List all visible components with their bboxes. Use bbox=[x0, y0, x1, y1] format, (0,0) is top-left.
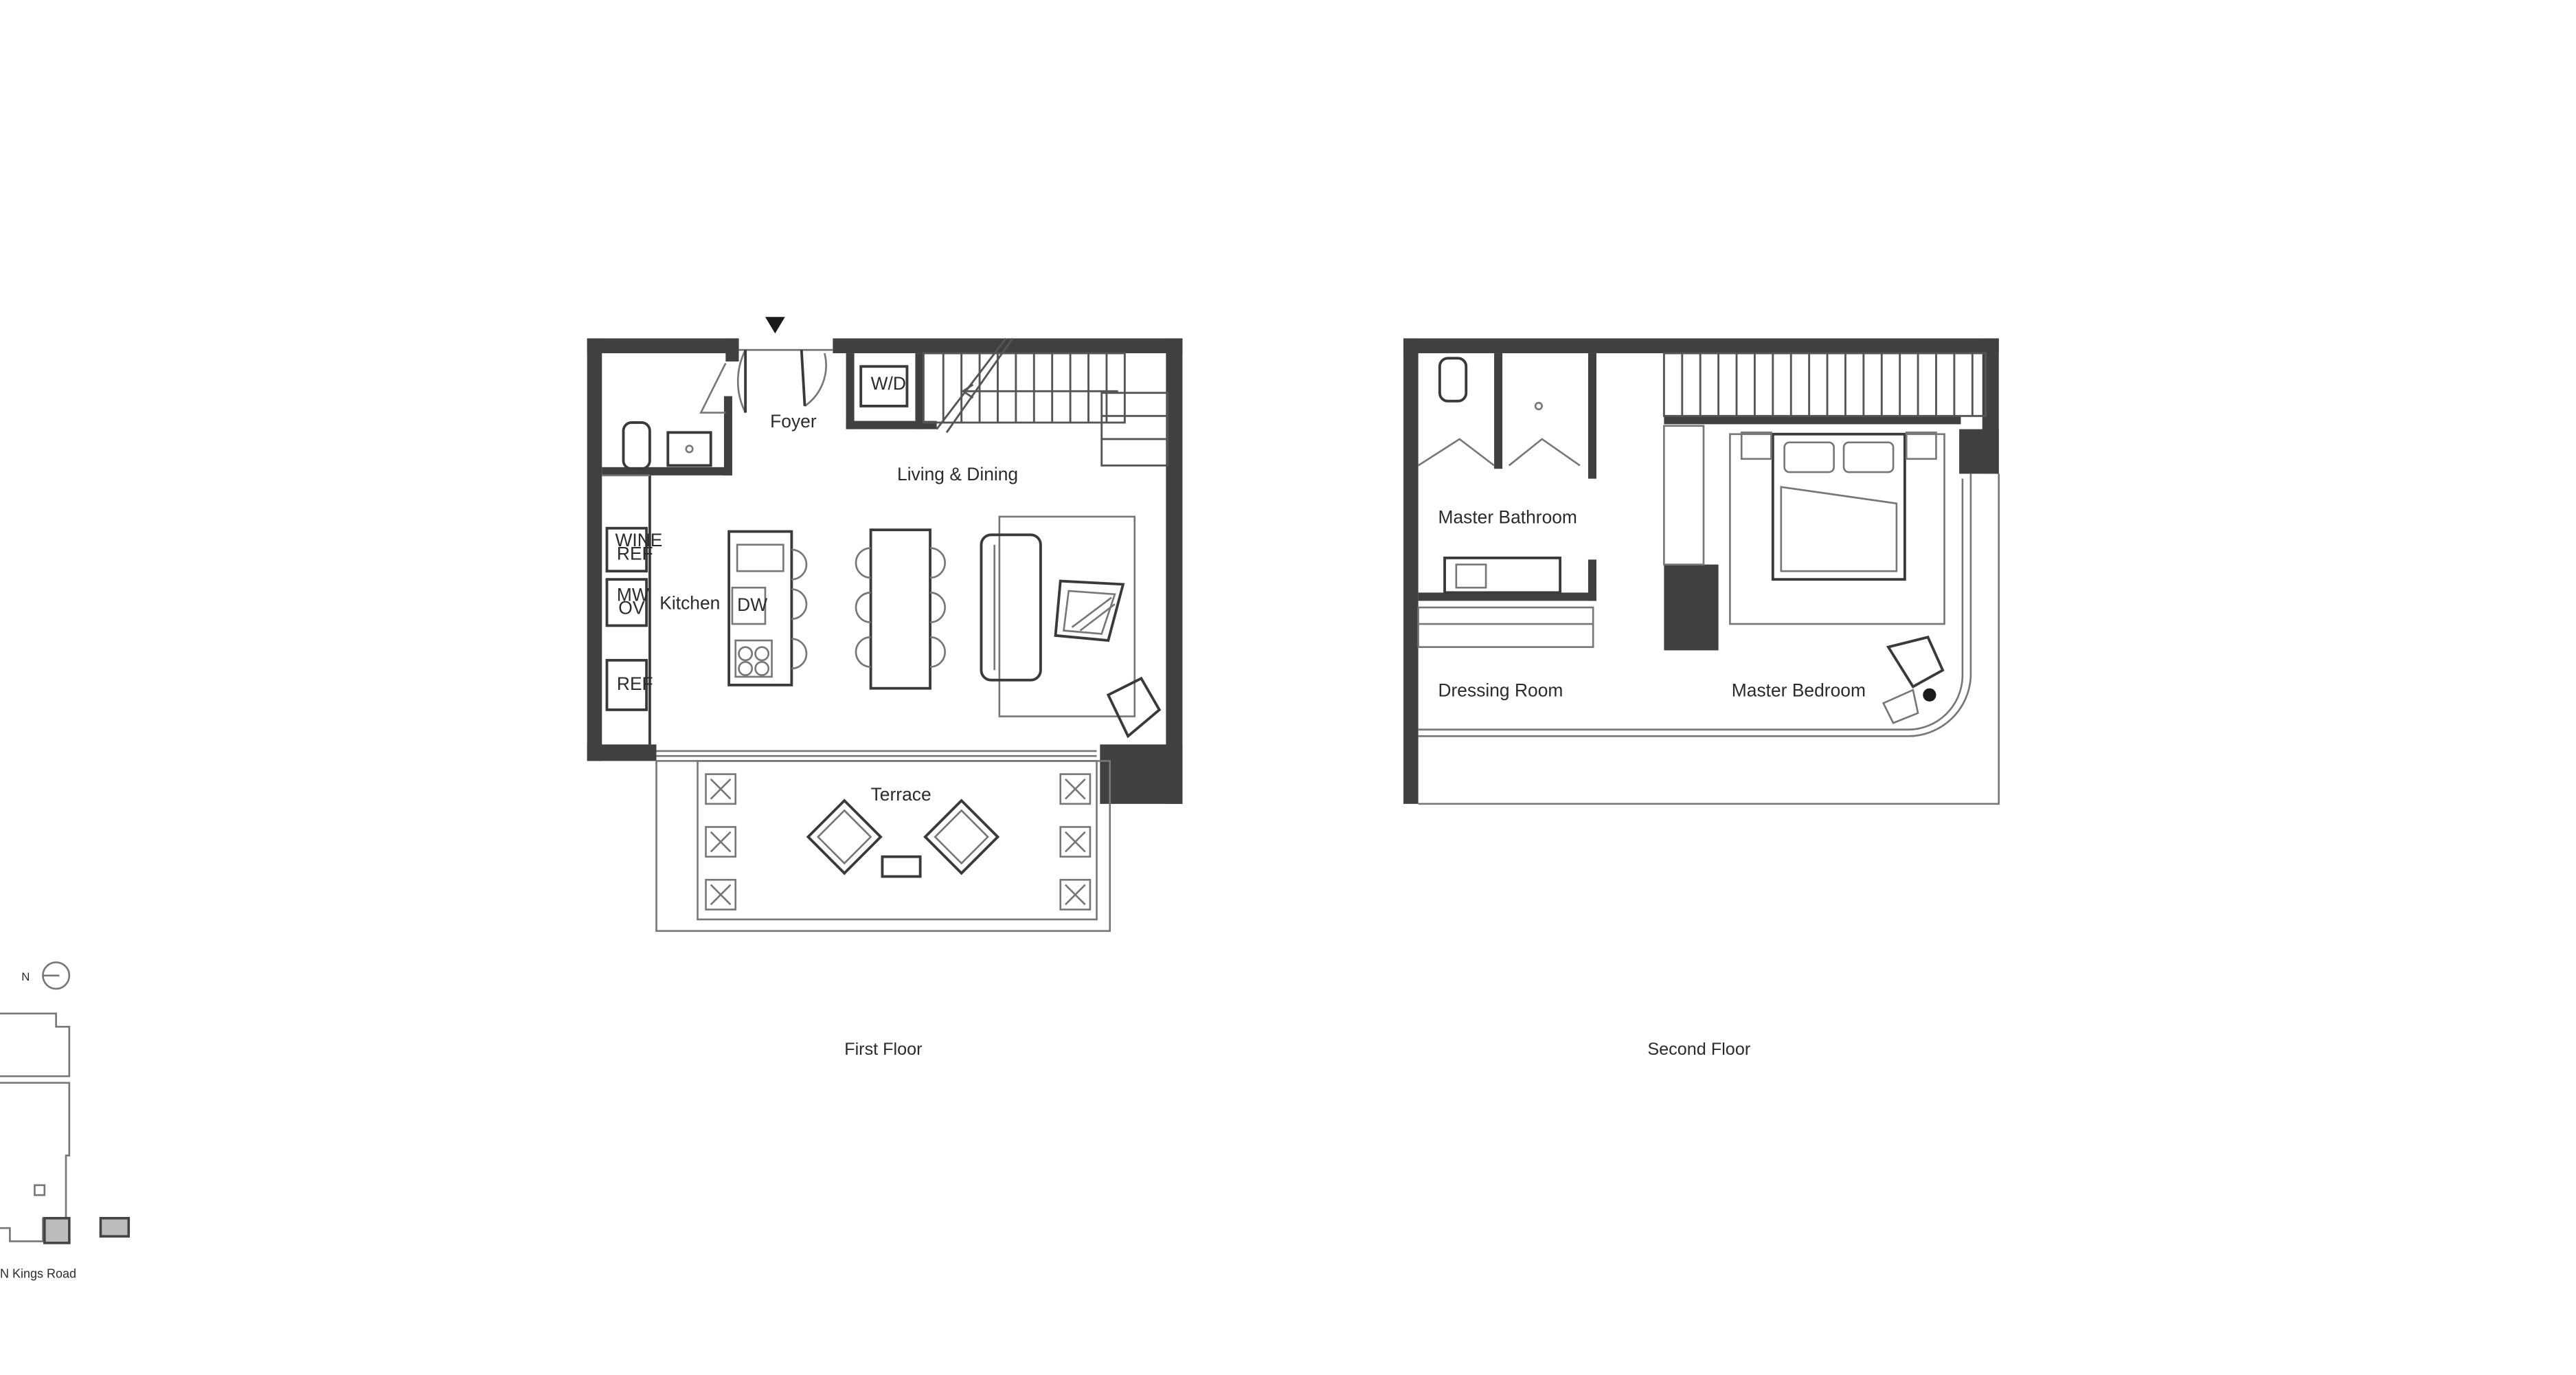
ff-wall-foyer-left bbox=[725, 338, 739, 362]
ff-wall-top-left bbox=[587, 338, 739, 354]
sf-wall-right-lower bbox=[1959, 429, 1999, 474]
ff-wall-right bbox=[1166, 338, 1183, 804]
second-floor-title: Second Floor bbox=[1647, 1040, 1750, 1059]
sf-wall-top bbox=[1403, 338, 1999, 354]
terrace-planter bbox=[1059, 879, 1092, 910]
ff-wall-bottom-left bbox=[587, 744, 657, 761]
room-master-bathroom: Master Bathroom bbox=[1438, 506, 1577, 527]
sf-closet-block bbox=[1664, 564, 1719, 651]
room-foyer: Foyer bbox=[770, 411, 817, 432]
ov-label: OV bbox=[618, 598, 645, 618]
terrace-planter bbox=[705, 879, 737, 910]
terrace-planter bbox=[705, 826, 737, 858]
entry-arrow-icon bbox=[765, 317, 785, 334]
ff-stairs bbox=[922, 337, 1169, 467]
sf-wall-left bbox=[1403, 338, 1419, 804]
wd-label: W/D bbox=[871, 373, 906, 394]
ff-laundry-wall bbox=[846, 353, 855, 429]
sf-shower-wall bbox=[1588, 353, 1596, 479]
room-terrace: Terrace bbox=[871, 784, 931, 805]
mw-label: MW bbox=[617, 584, 649, 605]
room-master-bedroom: Master Bedroom bbox=[1732, 680, 1866, 701]
street-label: N Kings Road bbox=[0, 1266, 76, 1280]
terrace-planter bbox=[1059, 826, 1092, 858]
wine-ref-label-2: REF bbox=[617, 543, 653, 563]
key-plan: N N Kings Road bbox=[0, 961, 131, 1280]
sf-bath-wall-bottom bbox=[1418, 592, 1596, 601]
sf-stairs bbox=[1662, 352, 1987, 417]
room-dressing-room: Dressing Room bbox=[1438, 680, 1563, 701]
sf-bath-partition bbox=[1494, 353, 1503, 469]
ff-wall-left bbox=[587, 338, 602, 761]
key-highlight-unit bbox=[43, 1216, 71, 1244]
north-label: N bbox=[21, 970, 30, 983]
sf-stair-wall bbox=[1664, 416, 1961, 425]
ff-wall-corner bbox=[1100, 744, 1183, 804]
room-kitchen: Kitchen bbox=[659, 592, 720, 613]
sf-bath-wall-v bbox=[1588, 559, 1596, 601]
key-highlight-terrace bbox=[99, 1216, 131, 1238]
first-floor-plan: W/D WINE REF MW OV REF DW Foyer Living &… bbox=[587, 317, 1183, 932]
room-living-dining: Living & Dining bbox=[897, 464, 1018, 484]
ff-wc-wall-bottom bbox=[602, 467, 732, 476]
first-floor-title: First Floor bbox=[844, 1040, 922, 1059]
terrace-planter bbox=[1059, 773, 1092, 805]
ff-wc-wall-right bbox=[723, 396, 732, 476]
second-floor-plan: Master Bathroom Dressing Room Master Bed… bbox=[1403, 338, 2000, 805]
foyer-door-swing bbox=[736, 349, 747, 414]
lamp-dot bbox=[1923, 688, 1936, 702]
north-arrow-icon bbox=[42, 961, 71, 990]
terrace-planter bbox=[705, 773, 737, 805]
ff-stair-wall bbox=[846, 421, 937, 429]
ff-stair-wall-v bbox=[915, 353, 924, 429]
ref-label: REF bbox=[617, 673, 653, 694]
dw-label: DW bbox=[737, 594, 767, 615]
terrace-area bbox=[655, 760, 1111, 932]
wine-ref-label-1: WINE bbox=[615, 530, 662, 550]
